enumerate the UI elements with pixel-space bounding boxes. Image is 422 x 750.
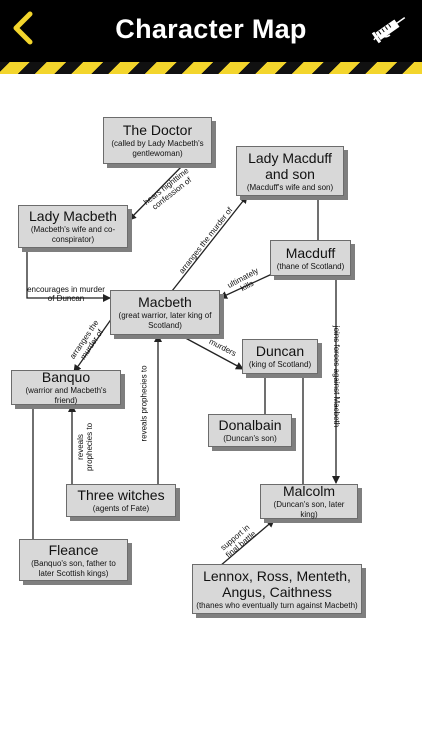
tool-button[interactable] — [368, 10, 412, 50]
node-name: Lennox, Ross, Menteth, Angus, Caithness — [203, 567, 351, 600]
node-thanes[interactable]: Lennox, Ross, Menteth, Angus, Caithness … — [192, 564, 362, 614]
node-desc: (agents of Fate) — [92, 504, 150, 513]
node-desc: (called by Lady Macbeth's gentlewoman) — [111, 139, 204, 158]
node-macbeth[interactable]: Macbeth (great warrior, later king of Sc… — [110, 290, 220, 335]
node-name: Macbeth — [138, 294, 192, 310]
node-name: Banquo — [41, 369, 91, 385]
node-desc: (Macbeth's wife and co-conspirator) — [30, 225, 116, 244]
node-duncan[interactable]: Duncan (king of Scotland) — [242, 339, 318, 374]
chevron-left-icon — [11, 11, 35, 50]
edge-support — [219, 519, 275, 567]
edge-arranges-murder-banquo — [73, 317, 113, 373]
edge-label-encourages: encourages in murder of Duncan — [27, 285, 105, 303]
node-desc: (thanes who eventually turn against Macb… — [196, 600, 358, 610]
node-macduff[interactable]: Macduff (thane of Scotland) — [270, 240, 351, 276]
node-witches[interactable]: Three witches (agents of Fate) — [66, 484, 176, 517]
node-donalbain[interactable]: Donalbain (Duncan's son) — [208, 414, 292, 447]
node-desc: (Macduff's wife and son) — [246, 182, 334, 192]
node-desc: (thane of Scotland) — [276, 261, 345, 271]
edge-label-reveals-banquo: reveals prophecies to — [76, 422, 94, 472]
syringe-icon — [370, 10, 410, 51]
node-doctor[interactable]: The Doctor (called by Lady Macbeth's gen… — [103, 117, 212, 164]
node-name: The Doctor — [122, 122, 193, 138]
node-desc: (Duncan's son) — [223, 434, 277, 443]
node-desc: (Duncan's son, later king) — [273, 500, 345, 519]
node-lady-macbeth[interactable]: Lady Macbeth (Macbeth's wife and co-cons… — [18, 205, 128, 248]
edge-arranges-murder-macduff — [171, 195, 248, 292]
node-banquo[interactable]: Banquo (warrior and Macbeth's friend) — [11, 369, 121, 405]
node-malcolm[interactable]: Malcolm (Duncan's son, later king) — [260, 483, 358, 519]
node-name: Malcolm — [282, 483, 336, 499]
node-fleance[interactable]: Fleance (Banquo's son, father to later S… — [19, 539, 128, 581]
node-name: Lady Macbeth — [29, 208, 117, 224]
hazard-stripe — [0, 62, 422, 74]
node-name: Three witches — [77, 487, 165, 503]
edge-hears-confession — [128, 163, 185, 221]
edge-ultimately-kills — [219, 273, 273, 299]
node-name: Duncan — [255, 343, 305, 359]
edge-label-reveals-macbeth: reveals prophecies to — [139, 365, 149, 442]
node-desc: (Banquo's son, father to later Scottish … — [31, 558, 116, 578]
node-desc: (great warrior, later king of Scotland) — [118, 311, 212, 330]
node-name: Donalbain — [218, 417, 282, 433]
back-button[interactable] — [6, 10, 40, 50]
edge-label-joins-forces: joins forces against Macbeth — [332, 325, 342, 428]
node-lady-macduff[interactable]: Lady Macduff and son (Macduff's wife and… — [236, 146, 344, 196]
node-name: Lady Macduff and son — [248, 149, 332, 182]
node-name: Fleance — [48, 541, 99, 558]
node-name: Macduff — [285, 244, 336, 261]
page-title: Character Map — [115, 14, 307, 44]
edge-murders — [177, 333, 244, 370]
app-header: Character Map — [0, 0, 422, 62]
edge-encourages — [26, 248, 111, 302]
node-desc: (warrior and Macbeth's friend) — [25, 386, 107, 405]
node-desc: (king of Scotland) — [248, 360, 312, 369]
